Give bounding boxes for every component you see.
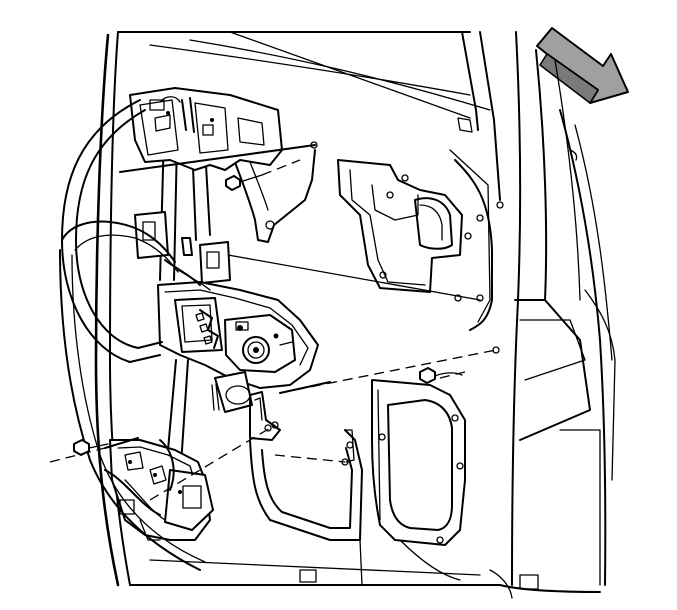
regulator-motor-assembly (157, 281, 319, 441)
bolt-icon (225, 174, 263, 191)
door-frame (94, 31, 616, 599)
fasteners (73, 141, 500, 466)
arrow-right-down-icon (536, 27, 629, 104)
cable-harness (59, 99, 211, 571)
lower-regulator-bracket (109, 439, 214, 541)
bolt-icon (73, 439, 109, 456)
inner-panel (199, 94, 493, 586)
bolt-icon (419, 367, 463, 384)
regulator-rails (129, 87, 283, 521)
leader-lines (49, 144, 497, 501)
